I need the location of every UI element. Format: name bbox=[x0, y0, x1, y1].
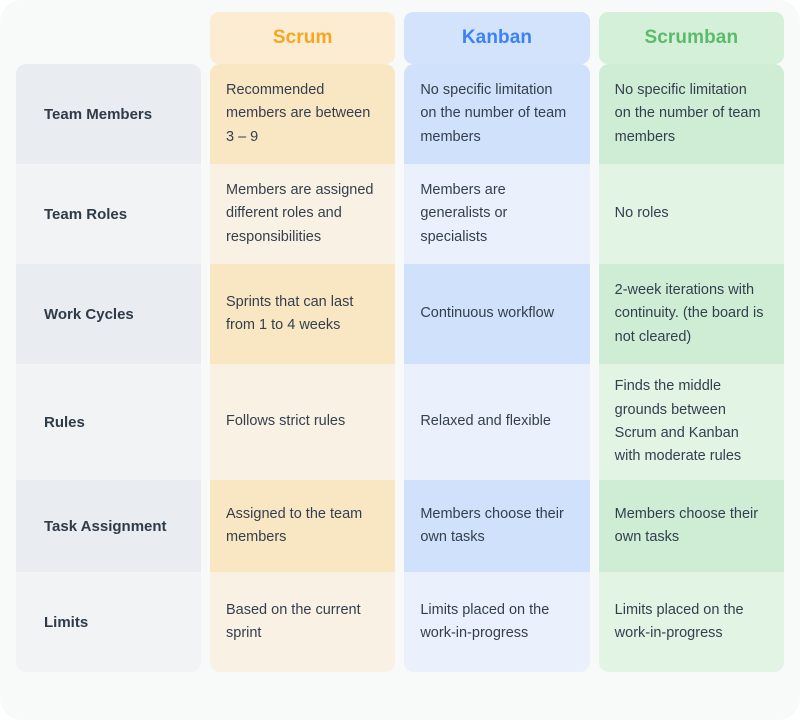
cell-scrum-limits: Based on the current sprint bbox=[210, 572, 396, 672]
row-label-work-cycles: Work Cycles bbox=[16, 264, 201, 364]
column-header-scrumban: Scrumban bbox=[598, 12, 784, 64]
cell-scrumban-team-members: No specific limitation on the number of … bbox=[598, 64, 784, 164]
table-corner-blank bbox=[16, 12, 201, 64]
cell-scrum-work-cycles: Sprints that can last from 1 to 4 weeks bbox=[210, 264, 396, 364]
cell-scrum-rules: Follows strict rules bbox=[210, 364, 396, 480]
cell-scrumban-rules: Finds the middle grounds between Scrum a… bbox=[598, 364, 784, 480]
cell-scrum-team-roles: Members are assigned different roles and… bbox=[210, 164, 396, 264]
row-label-task-assignment: Task Assignment bbox=[16, 480, 201, 572]
column-header-scrum: Scrum bbox=[210, 12, 396, 64]
cell-scrumban-limits: Limits placed on the work-in-progress bbox=[598, 572, 784, 672]
cell-kanban-work-cycles: Continuous workflow bbox=[404, 264, 590, 364]
cell-kanban-limits: Limits placed on the work-in-progress bbox=[404, 572, 590, 672]
cell-scrum-task-assignment: Assigned to the team members bbox=[210, 480, 396, 572]
cell-kanban-task-assignment: Members choose their own tasks bbox=[404, 480, 590, 572]
column-header-kanban: Kanban bbox=[404, 12, 590, 64]
methodology-comparison-table: Scrum Kanban Scrumban Team Members Recom… bbox=[16, 12, 784, 672]
cell-scrumban-work-cycles: 2-week iterations with continuity. (the … bbox=[598, 264, 784, 364]
row-label-limits: Limits bbox=[16, 572, 201, 672]
cell-kanban-team-members: No specific limitation on the number of … bbox=[404, 64, 590, 164]
cell-kanban-rules: Relaxed and flexible bbox=[404, 364, 590, 480]
cell-scrumban-task-assignment: Members choose their own tasks bbox=[598, 480, 784, 572]
row-label-team-members: Team Members bbox=[16, 64, 201, 164]
row-label-rules: Rules bbox=[16, 364, 201, 480]
row-label-team-roles: Team Roles bbox=[16, 164, 201, 264]
cell-kanban-team-roles: Members are generalists or specialists bbox=[404, 164, 590, 264]
cell-scrum-team-members: Recommended members are between 3 – 9 bbox=[210, 64, 396, 164]
cell-scrumban-team-roles: No roles bbox=[598, 164, 784, 264]
